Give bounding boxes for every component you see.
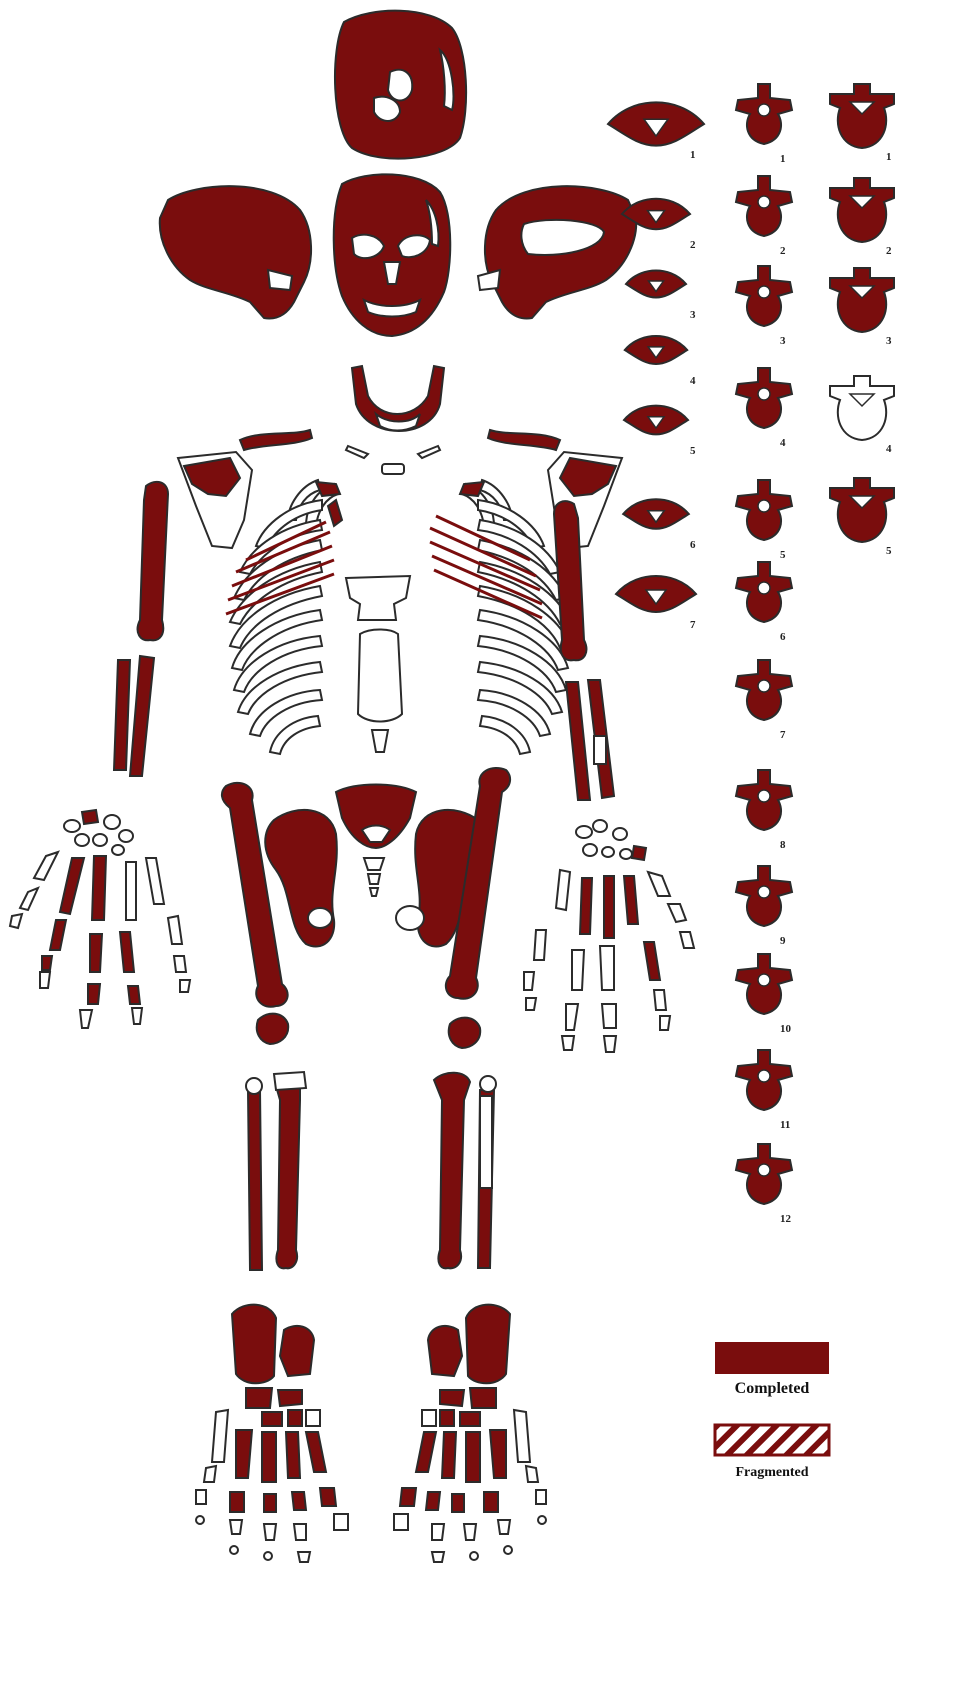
- cervical-vertebra-1: [608, 102, 704, 145]
- lumbar-vertebra-3: [830, 268, 894, 332]
- cervical-vertebrae-column: 1 2 3 4 5 6 7: [608, 102, 704, 631]
- thoracic-vertebra-1-label: 1: [780, 153, 786, 165]
- thoracic-vertebra-4-label: 4: [780, 437, 786, 449]
- lumbar-vertebra-4: [830, 376, 894, 440]
- lumbar-vertebra-1-label: 1: [886, 151, 892, 163]
- lumbar-vertebrae-column: 1 2 3 4 5: [830, 84, 894, 557]
- legend-fragmented-label: Fragmented: [705, 1465, 839, 1481]
- thoracic-vertebra-3-label: 3: [780, 335, 786, 347]
- right-hand: [524, 820, 694, 1052]
- left-scapula: [178, 452, 252, 548]
- right-ulna-fragmented: [588, 680, 614, 798]
- legend-fragmented-swatch: [715, 1425, 829, 1455]
- thoracic-vertebra-7: [736, 660, 792, 720]
- cervical-vertebra-4: [625, 336, 687, 364]
- lumbar-vertebra-5-label: 5: [886, 545, 892, 557]
- sternum: [346, 576, 410, 752]
- left-ulna: [130, 656, 154, 776]
- left-clavicle: [240, 430, 312, 450]
- cervical-vertebra-7-label: 7: [690, 619, 696, 631]
- thoracic-vertebra-6: [736, 562, 792, 622]
- cervical-vertebra-3: [626, 271, 686, 298]
- right-fibula-fragmented: [478, 1076, 496, 1268]
- thoracic-vertebra-2-label: 2: [780, 245, 786, 257]
- lumbar-vertebra-2: [830, 178, 894, 242]
- left-tibia: [274, 1072, 306, 1268]
- lumbar-vertebra-2-label: 2: [886, 245, 892, 257]
- skull-right-lateral-view: [478, 186, 636, 318]
- cervical-vertebra-1-label: 1: [690, 149, 696, 161]
- thoracic-vertebra-7-label: 7: [780, 729, 786, 741]
- thoracic-vertebra-11: [736, 1050, 792, 1110]
- left-os-coxae: [265, 810, 337, 947]
- left-patella: [257, 1014, 288, 1044]
- left-foot: [196, 1305, 348, 1562]
- thoracic-vertebra-10-label: 10: [780, 1023, 792, 1035]
- thoracic-vertebra-12-label: 12: [780, 1213, 792, 1225]
- cervical-vertebra-2-label: 2: [690, 239, 696, 251]
- thoracic-vertebra-9: [736, 866, 792, 926]
- skull-superior-view: [335, 11, 466, 159]
- left-humerus: [138, 482, 168, 640]
- left-hand: [10, 810, 190, 1028]
- mandible: [352, 366, 444, 431]
- right-clavicle: [488, 430, 560, 450]
- hyoid-bone: [346, 446, 440, 474]
- cervical-vertebra-5-label: 5: [690, 445, 696, 457]
- sacrum: [336, 785, 416, 849]
- cervical-vertebra-6-label: 6: [690, 539, 696, 551]
- thoracic-vertebra-6-label: 6: [780, 631, 786, 643]
- legend-completed-label: Completed: [705, 1380, 839, 1398]
- thoracic-vertebra-5-label: 5: [780, 549, 786, 561]
- right-patella: [449, 1018, 480, 1048]
- right-radius: [566, 682, 590, 800]
- cervical-vertebra-7: [616, 576, 696, 612]
- cervical-vertebra-5: [624, 406, 688, 435]
- thoracic-vertebra-8-label: 8: [780, 839, 786, 851]
- thoracic-vertebra-9-label: 9: [780, 935, 786, 947]
- left-radius: [114, 660, 130, 770]
- legend: [715, 1342, 829, 1455]
- cervical-vertebra-4-label: 4: [690, 375, 696, 387]
- legend-completed-swatch: [715, 1342, 829, 1374]
- cervical-vertebra-6: [623, 499, 689, 529]
- lumbar-vertebra-1: [830, 84, 894, 148]
- thoracic-vertebra-11-label: 11: [780, 1119, 790, 1131]
- left-ribs: [230, 480, 338, 754]
- thoracic-vertebra-1: [736, 84, 792, 144]
- thoracic-vertebra-10: [736, 954, 792, 1014]
- lumbar-vertebra-5: [830, 478, 894, 542]
- thoracic-vertebra-5: [736, 480, 792, 540]
- left-fibula: [246, 1078, 262, 1270]
- cervical-vertebra-3-label: 3: [690, 309, 696, 321]
- right-tibia: [434, 1073, 470, 1269]
- coccyx: [364, 858, 384, 896]
- lumbar-vertebra-3-label: 3: [886, 335, 892, 347]
- thoracic-vertebra-8: [736, 770, 792, 830]
- thoracic-vertebra-3: [736, 266, 792, 326]
- right-foot: [394, 1305, 546, 1562]
- skull-left-lateral-view: [160, 186, 311, 318]
- thoracic-vertebra-4: [736, 368, 792, 428]
- lumbar-vertebra-4-label: 4: [886, 443, 892, 455]
- thoracic-vertebra-12: [736, 1144, 792, 1204]
- skull-anterior-view: [334, 174, 451, 336]
- thoracic-vertebra-2: [736, 176, 792, 236]
